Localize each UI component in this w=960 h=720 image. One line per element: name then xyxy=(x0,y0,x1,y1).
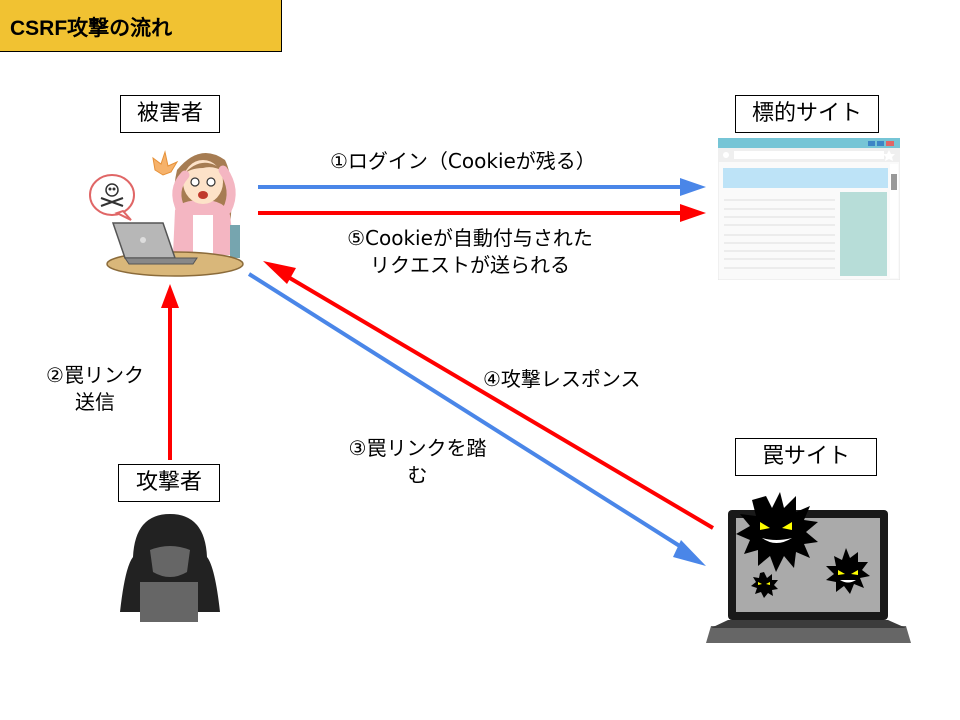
trap-site-laptop-illustration xyxy=(706,492,911,643)
diagram-title-box: CSRF攻撃の流れ xyxy=(0,0,282,52)
home-icon xyxy=(723,152,729,158)
virus-icon xyxy=(736,492,818,572)
target-site-browser-illustration xyxy=(718,138,900,280)
victim-illustration xyxy=(89,150,244,277)
step-4-arrowhead xyxy=(263,261,296,284)
target-site-label: 標的サイト xyxy=(735,95,879,133)
trap-site-label-text: 罠サイト xyxy=(761,444,850,469)
star-icon xyxy=(883,150,895,161)
step-2-label-line-1: ②罠リンク xyxy=(46,363,144,387)
victim-label: 被害者 xyxy=(120,95,220,133)
step-1-arrow xyxy=(258,178,706,196)
step-3-arrow xyxy=(247,272,706,566)
step-5-arrowhead xyxy=(680,204,706,222)
step-3-label-line-2: む xyxy=(407,463,428,487)
step-4-label: ④攻撃レスポンス xyxy=(483,367,641,391)
virus-icon xyxy=(826,548,870,594)
step-1-label: ①ログイン（Cookieが残る） xyxy=(330,149,596,173)
laptop-icon xyxy=(111,222,198,265)
browser-scrollbar xyxy=(891,174,897,190)
attacker-laptop xyxy=(140,582,198,622)
step-3-label: ③罠リンクを踏 む xyxy=(330,435,505,489)
attacker-label-text: 攻撃者 xyxy=(135,470,202,495)
step-5-label-line-1: ⑤Cookieが自動付与された xyxy=(347,226,593,250)
browser-title-bar xyxy=(718,138,900,148)
close-icon xyxy=(886,141,894,146)
step-1-arrowhead xyxy=(680,178,706,196)
victim-label-text: 被害者 xyxy=(136,101,203,126)
browser-address-bar xyxy=(734,151,884,159)
step-2-arrow xyxy=(161,284,179,460)
step-2-arrowhead xyxy=(161,284,179,308)
trap-site-label: 罠サイト xyxy=(735,438,877,476)
shock-burst-icon xyxy=(152,150,179,176)
diagram-title: CSRF攻撃の流れ xyxy=(10,17,173,40)
target-site-label-text: 標的サイト xyxy=(751,101,862,126)
step-5-arrow xyxy=(258,204,706,222)
maximize-icon xyxy=(877,141,884,146)
step-2-label-line-2: 送信 xyxy=(75,390,115,414)
attacker-hooded-figure-icon xyxy=(120,514,220,622)
step-5-label-line-2: リクエストが送られる xyxy=(370,253,570,277)
virus-icon xyxy=(751,572,778,598)
attacker-label: 攻撃者 xyxy=(118,464,220,502)
step-4-arrow xyxy=(263,261,715,530)
step-5-label: ⑤Cookieが自動付与された リクエストが送られる xyxy=(300,225,640,279)
skull-speech-bubble-icon xyxy=(89,174,135,221)
step-3-label-line-1: ③罠リンクを踏 xyxy=(348,436,487,460)
step-2-label: ②罠リンク 送信 xyxy=(20,362,170,416)
step-3-arrowhead xyxy=(673,540,706,566)
minimize-icon xyxy=(868,141,875,146)
